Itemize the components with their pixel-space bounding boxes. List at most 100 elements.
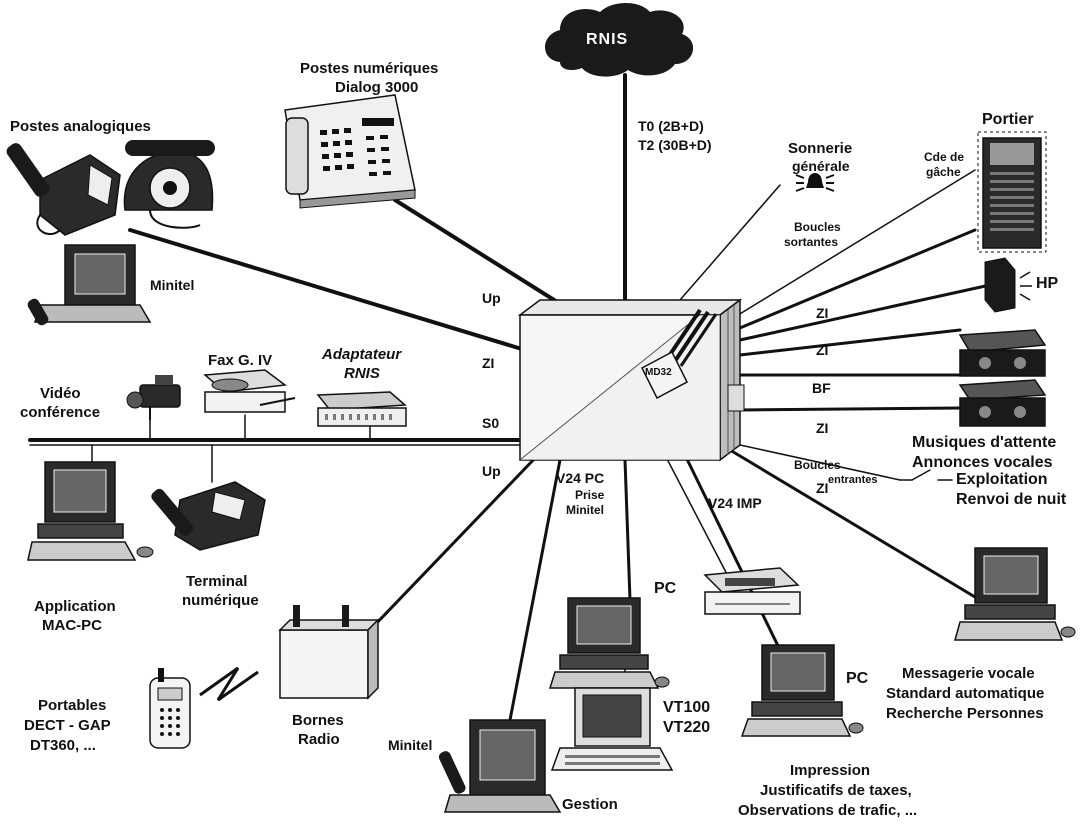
adaptateur-rnis-label: RNIS xyxy=(344,365,380,382)
speaker-icon xyxy=(984,257,1032,313)
bf-label: BF xyxy=(812,380,831,396)
sonnerie-label: Sonnerie xyxy=(788,140,853,157)
terminal-label-1: Terminal xyxy=(186,573,248,590)
v24-pc-label: V24 PC xyxy=(556,470,605,486)
fax-icon xyxy=(203,369,296,413)
prise-label: Prise xyxy=(575,488,605,502)
line-boucles-entrantes xyxy=(739,444,901,481)
pc-label-1: PC xyxy=(654,580,677,597)
video-camera-icon xyxy=(126,375,181,420)
musiques-label: Musiques d'attente xyxy=(912,434,1057,451)
boucles-sortantes-label-2: sortantes xyxy=(784,235,839,249)
pabx-unit xyxy=(517,298,745,462)
radio-base-icon xyxy=(278,605,380,700)
line-postes-analogiques xyxy=(128,228,527,352)
up-top-label: Up xyxy=(482,290,501,306)
vt100-label: VT100 xyxy=(663,699,711,716)
pc-v24-icon xyxy=(548,597,670,689)
annonces-label: Annonces vocales xyxy=(912,454,1053,471)
justificatifs-label: Justificatifs de taxes, xyxy=(760,782,912,799)
music-player-icon-2 xyxy=(958,379,1047,427)
zi-left-label: ZI xyxy=(482,355,495,371)
digital-terminal-icon xyxy=(151,481,266,551)
analog-phone-icon xyxy=(6,143,121,236)
line-zi-2 xyxy=(738,328,962,357)
isdn-adapter-icon xyxy=(316,391,407,427)
v24-imp-label: V24 IMP xyxy=(708,495,762,511)
line-zi-3 xyxy=(738,406,962,412)
pc-messagerie-icon xyxy=(954,547,1076,641)
application-label-2: MAC-PC xyxy=(42,617,102,634)
vt220-label: VT220 xyxy=(663,719,711,736)
renvoi-label: Renvoi de nuit xyxy=(956,491,1067,508)
line-v24-imp xyxy=(664,454,731,581)
boucles-entrantes-label-2: entrantes xyxy=(828,474,878,486)
line-postes-numeriques xyxy=(393,198,572,312)
minitel-top-label: Minitel xyxy=(150,277,195,293)
gestion-label: Gestion xyxy=(562,796,618,813)
fax-label: Fax G. IV xyxy=(208,352,273,369)
dect-label: DECT - GAP xyxy=(24,717,111,734)
postes-analogiques-label: Postes analogiques xyxy=(10,118,151,135)
dialog-3000-label: Dialog 3000 xyxy=(335,79,419,96)
zi-right-label-2: ZI xyxy=(816,342,829,358)
gache-label: gâche xyxy=(926,165,961,179)
video-label-1: Vidéo xyxy=(40,385,81,402)
adaptateur-label: Adaptateur xyxy=(322,346,402,363)
portier-label: Portier xyxy=(982,111,1034,128)
impression-label: Impression xyxy=(790,762,871,779)
exploitation-label: Exploitation xyxy=(956,471,1048,488)
md32-module xyxy=(641,350,688,400)
dect-handset-icon xyxy=(149,668,191,749)
t0-label: T0 (2B+D) xyxy=(638,118,704,134)
observations-label: Observations de trafic, ... xyxy=(738,802,918,819)
cde-de-label: Cde de xyxy=(924,150,965,164)
up-bottom-label: Up xyxy=(482,463,501,479)
standard-label: Standard automatique xyxy=(886,685,1045,702)
line-minitel-bottom xyxy=(508,458,562,722)
line-hp xyxy=(738,283,992,342)
vt-terminal-icon xyxy=(550,687,674,771)
zi-right-label-4: ZI xyxy=(816,480,829,496)
s0-label: S0 xyxy=(482,415,500,431)
dialog-3000-phone-icon xyxy=(284,94,416,209)
minitel-prise-label: Minitel xyxy=(566,503,604,517)
messagerie-label: Messagerie vocale xyxy=(902,665,1035,682)
pc-impression-icon xyxy=(740,644,864,737)
radio-wave-icon xyxy=(199,666,259,702)
rnis-cloud-label: RNIS xyxy=(586,31,629,48)
md32-label: MD32 xyxy=(645,367,672,378)
minitel-bottom-icon xyxy=(438,719,562,813)
minitel-bottom-label: Minitel xyxy=(388,737,433,753)
door-intercom-icon xyxy=(977,131,1047,253)
bell-icon xyxy=(795,173,835,192)
video-label-2: conférence xyxy=(20,404,101,421)
line-bornes xyxy=(368,453,540,632)
portables-label: Portables xyxy=(38,697,107,714)
t2-label: T2 (30B+D) xyxy=(638,137,712,153)
bornes-label: Bornes xyxy=(292,712,344,729)
pc-label-2: PC xyxy=(846,670,869,687)
zi-right-label-1: ZI xyxy=(816,305,829,321)
line-sonnerie xyxy=(679,184,781,301)
line-pc-v24 xyxy=(623,458,632,602)
recherche-label: Recherche Personnes xyxy=(886,705,1044,722)
postes-numeriques-label: Postes numériques xyxy=(300,60,439,77)
rotary-phone-icon xyxy=(123,140,215,229)
line-portier-1 xyxy=(729,169,976,321)
boucles-entrantes-label-1: Boucles xyxy=(794,458,841,472)
line-messagerie xyxy=(728,448,982,602)
dt360-label: DT360, ... xyxy=(30,737,96,754)
music-player-icon-1 xyxy=(958,329,1047,377)
printer-icon xyxy=(703,567,801,615)
zi-right-label-3: ZI xyxy=(816,420,829,436)
application-pc-icon xyxy=(27,461,154,561)
rnis-cloud xyxy=(545,3,694,77)
radio-label: Radio xyxy=(298,731,340,748)
line-portier-2 xyxy=(733,228,977,332)
hp-label: HP xyxy=(1036,275,1059,292)
minitel-top-icon xyxy=(27,244,152,326)
boucles-sortantes-label-1: Boucles xyxy=(794,220,841,234)
line-pc-impression xyxy=(683,453,782,652)
